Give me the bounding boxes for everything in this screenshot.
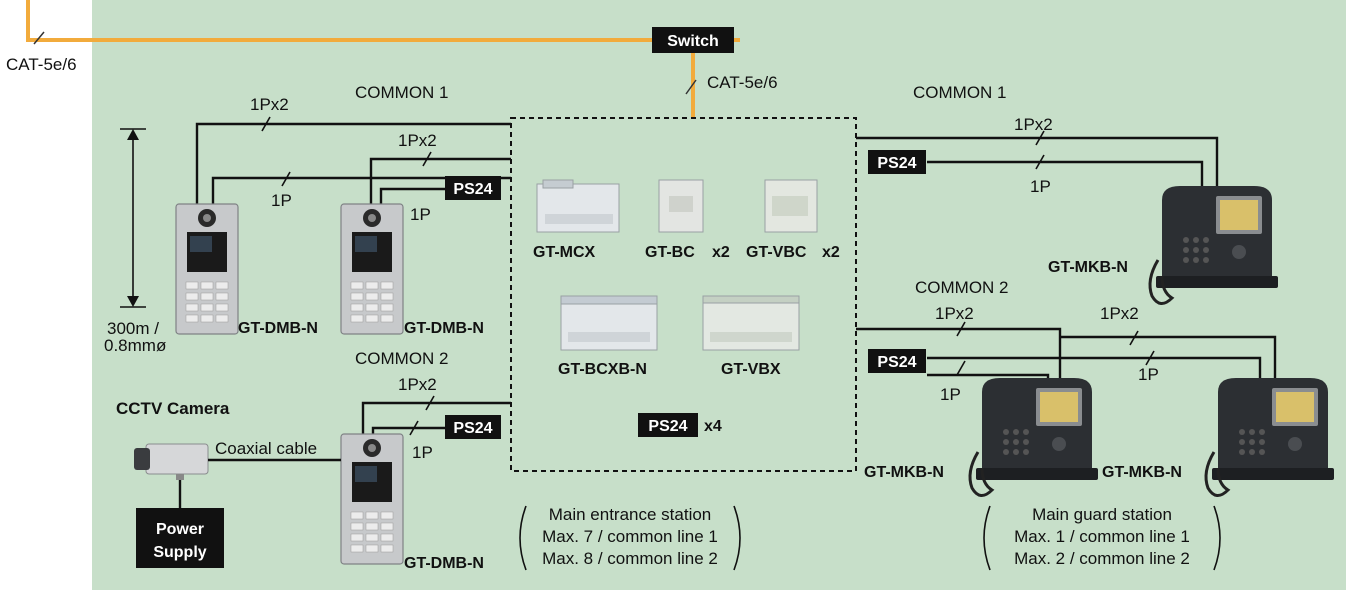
gt-mcx-module-icon: [536, 179, 620, 233]
guard-note-title: Main guard station: [1032, 505, 1172, 524]
coax-label: Coaxial cable: [215, 439, 317, 458]
pair1-label-d: 1P: [1030, 177, 1051, 196]
door-station-3: [340, 433, 404, 565]
cctv-camera-icon: [134, 443, 209, 480]
pair1-label-f: 1P: [940, 385, 961, 404]
pair2-label-b: 1Px2: [398, 131, 437, 150]
door-station-2: [340, 203, 404, 335]
common1-left-label: COMMON 1: [355, 83, 449, 102]
guard-note-max2: Max. 2 / common line 2: [1014, 549, 1190, 568]
ps24-label-left-top: PS24: [453, 181, 492, 198]
ps24-label-right-bottom: PS24: [877, 354, 916, 371]
switch-label: Switch: [667, 33, 719, 50]
guard-note: Main guard station Max. 1 / common line …: [983, 505, 1221, 571]
mkb-label-1: GT-MKB-N: [1048, 259, 1128, 276]
pair1-label-c: 1P: [412, 443, 433, 462]
guard-station-1: [1148, 184, 1280, 306]
dmb-label-2: GT-DMB-N: [404, 320, 484, 337]
pair1-label-a: 1P: [271, 191, 292, 210]
pair2-label-a: 1Px2: [250, 95, 289, 114]
door-station-1: [175, 203, 239, 335]
guard-note-max1: Max. 1 / common line 1: [1014, 527, 1190, 546]
gt-vbc-qty: x2: [822, 244, 840, 261]
mkb-label-3: GT-MKB-N: [1102, 464, 1182, 481]
gt-bc-qty: x2: [712, 244, 730, 261]
gt-bc-label: GT-BC: [645, 244, 695, 261]
dmb-label-3: GT-DMB-N: [404, 555, 484, 572]
gt-bcxb-module-icon: [560, 295, 658, 351]
ps24-label-left-bottom: PS24: [453, 420, 492, 437]
common1-right-label: COMMON 1: [913, 83, 1007, 102]
cat-cable-label-switch: CAT-5e/6: [707, 73, 778, 92]
pair2-label-e: 1Px2: [935, 304, 974, 323]
gt-bc-module-icon: [658, 179, 704, 233]
entrance-note-max2: Max. 8 / common line 2: [542, 549, 718, 568]
cctv-title: CCTV Camera: [116, 399, 230, 418]
gt-vbc-label: GT-VBC: [746, 244, 807, 261]
pair2-label-d: 1Px2: [1014, 115, 1053, 134]
ps24-qty: x4: [704, 418, 722, 435]
guard-station-2: [968, 376, 1100, 498]
gt-vbc-module-icon: [764, 179, 818, 233]
gt-bcxb-label: GT-BCXB-N: [558, 361, 647, 378]
pair1-label-b: 1P: [410, 205, 431, 224]
ps24-label-center: PS24: [648, 418, 687, 435]
gt-vbx-module-icon: [702, 295, 800, 351]
pair1-label-e: 1P: [1138, 365, 1159, 384]
entrance-note-title: Main entrance station: [549, 505, 712, 524]
pair2-label-f: 1Px2: [1100, 304, 1139, 323]
gt-mcx-label: GT-MCX: [533, 244, 596, 261]
pair2-label-c: 1Px2: [398, 375, 437, 394]
mkb-label-2: GT-MKB-N: [864, 464, 944, 481]
dmb-label-1: GT-DMB-N: [238, 320, 318, 337]
power-supply-label-1: Power: [156, 521, 204, 538]
entrance-note-max1: Max. 7 / common line 1: [542, 527, 718, 546]
guard-station-3: [1204, 376, 1336, 498]
distance-label-line1: 300m /: [107, 319, 159, 338]
gt-vbx-label: GT-VBX: [721, 361, 781, 378]
power-supply-label-2: Supply: [153, 544, 206, 561]
cat-cable-label-top: CAT-5e/6: [6, 55, 77, 74]
common2-right-label: COMMON 2: [915, 278, 1009, 297]
common2-left-label: COMMON 2: [355, 349, 449, 368]
distance-label-line2: 0.8mmø: [104, 336, 166, 355]
ps24-label-right-top: PS24: [877, 155, 916, 172]
entrance-note: Main entrance station Max. 7 / common li…: [519, 505, 741, 571]
